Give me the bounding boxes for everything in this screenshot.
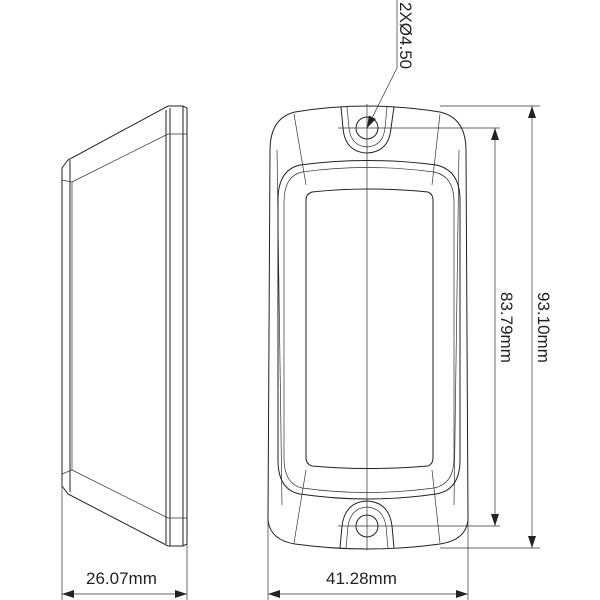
front-view [267,104,500,550]
front-width-label: 41.28mm [326,569,397,588]
side-depth-label: 26.07mm [86,569,157,588]
overall-height-label: 93.10mm [534,292,553,363]
top-mount-hole [340,106,395,154]
dimension-lines [61,0,540,600]
hole-spacing-label: 83.79mm [497,292,516,363]
hole-callout-label: 2XØ4.50 [396,2,415,69]
side-view [61,105,188,547]
